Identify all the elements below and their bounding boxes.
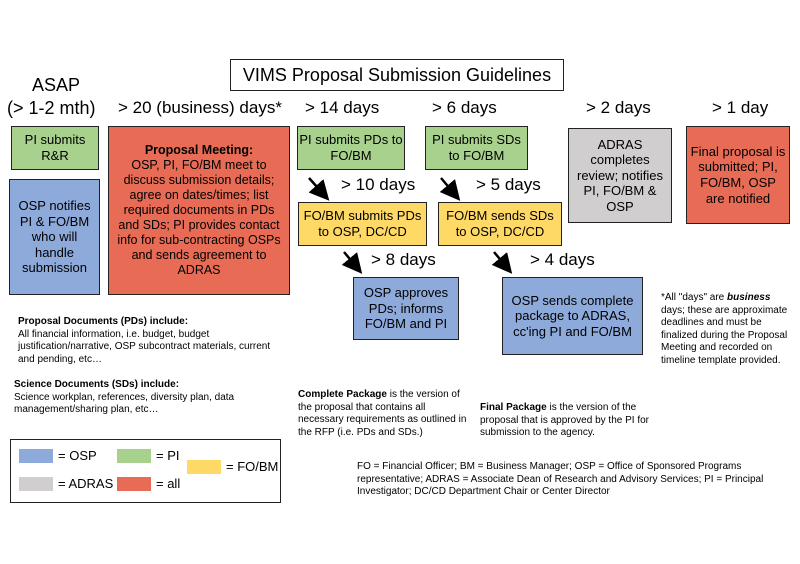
- complete-package-body: is the version of the proposal that cont…: [298, 389, 467, 438]
- days-note-bold: business: [727, 292, 771, 303]
- header-2-days: > 2 days: [586, 98, 651, 117]
- adras-review-box: ADRAS completes review; notifies PI, FO/…: [568, 128, 672, 223]
- pi-submits-rr-text: PI submits R&R: [24, 132, 86, 163]
- proposal-meeting-title: Proposal Meeting:: [144, 143, 254, 157]
- pi-submits-sds-box: PI submits SDs to FO/BM: [425, 126, 528, 170]
- sd-note-title: Science Documents (SDs) include:: [14, 379, 180, 390]
- days-note-body: days; these are approximate deadlines an…: [661, 304, 788, 366]
- legend-swatch-fobm: [187, 460, 221, 474]
- osp-sends-box: OSP sends complete package to ADRAS, cc'…: [502, 277, 643, 355]
- header-10-days: > 10 days: [341, 175, 416, 194]
- legend-label-pi: = PI: [156, 448, 180, 463]
- final-submitted-box: Final proposal is submitted; PI, FO/BM, …: [686, 126, 790, 224]
- osp-notifies-text: OSP notifies PI & FO/BM who will handle …: [18, 198, 91, 276]
- abbreviations-note: FO = Financial Officer; BM = Business Ma…: [357, 461, 764, 497]
- complete-package-bold: Complete Package: [298, 389, 387, 400]
- complete-package-note: Complete Package is the version of the p…: [298, 389, 470, 439]
- pd-note: Proposal Documents (PDs) include: All fi…: [18, 316, 288, 366]
- proposal-meeting-box: Proposal Meeting: OSP, PI, FO/BM meet to…: [108, 126, 290, 295]
- days-note-star: *All "days" are: [661, 292, 725, 303]
- legend-label-osp: = OSP: [58, 448, 97, 463]
- final-submitted-text: Final proposal is submitted; PI, FO/BM, …: [690, 143, 786, 206]
- legend-swatch-all: [117, 477, 151, 491]
- sd-note-body: Science workplan, references, diversity …: [14, 391, 235, 416]
- pi-submits-sds-text: PI submits SDs to FO/BM: [432, 132, 521, 163]
- final-package-body: is the version of the proposal that is a…: [480, 402, 649, 438]
- pi-submits-rr-box: PI submits R&R: [11, 126, 99, 170]
- header-5-days: > 5 days: [476, 175, 541, 194]
- final-package-note: Final Package is the version of the prop…: [480, 402, 652, 440]
- legend-label-fobm: = FO/BM: [226, 459, 279, 474]
- legend-swatch-pi: [117, 449, 151, 463]
- header-asap-sub: (> 1-2 mth): [7, 98, 96, 118]
- header-1-day: > 1 day: [712, 98, 769, 117]
- fobm-sends-sds-text: FO/BM sends SDs to OSP, DC/CD: [446, 208, 554, 239]
- osp-sends-text: OSP sends complete package to ADRAS, cc'…: [511, 292, 634, 339]
- arrow-sds-to-fobm: [439, 177, 461, 201]
- header-20-days: > 20 (business) days*: [118, 98, 282, 117]
- arrow-fobm-to-send: [491, 251, 513, 274]
- pi-submits-pds-text: PI submits PDs to FO/BM: [299, 132, 403, 163]
- final-package-bold: Final Package: [480, 402, 547, 413]
- pd-note-title: Proposal Documents (PDs) include:: [18, 316, 189, 327]
- fobm-submits-pds-text: FO/BM submits PDs to OSP, DC/CD: [303, 208, 422, 239]
- adras-review-text: ADRAS completes review; notifies PI, FO/…: [577, 136, 663, 214]
- days-note: *All "days" are business days; these are…: [661, 292, 793, 367]
- legend-swatch-adras: [19, 477, 53, 491]
- pi-submits-pds-box: PI submits PDs to FO/BM: [297, 126, 405, 170]
- page-title: VIMS Proposal Submission Guidelines: [230, 59, 564, 91]
- sd-note: Science Documents (SDs) include: Science…: [14, 379, 284, 417]
- header-6-days: > 6 days: [432, 98, 497, 117]
- header-8-days: > 8 days: [371, 250, 436, 269]
- osp-approves-box: OSP approves PDs; informs FO/BM and PI: [353, 277, 459, 340]
- legend: [10, 439, 281, 503]
- osp-notifies-box: OSP notifies PI & FO/BM who will handle …: [9, 179, 100, 295]
- legend-label-adras: = ADRAS: [58, 476, 114, 491]
- legend-swatch-osp: [19, 449, 53, 463]
- pd-note-body: All financial information, i.e. budget, …: [18, 328, 271, 365]
- arrow-pds-to-fobm: [308, 177, 330, 201]
- fobm-submits-pds-box: FO/BM submits PDs to OSP, DC/CD: [298, 202, 427, 246]
- header-4-days: > 4 days: [530, 250, 595, 269]
- header-14-days: > 14 days: [305, 98, 380, 117]
- arrow-fobm-to-approve: [341, 251, 363, 274]
- osp-approves-text: OSP approves PDs; informs FO/BM and PI: [363, 285, 449, 332]
- proposal-meeting-body: OSP, PI, FO/BM meet to discuss submissio…: [117, 158, 281, 277]
- fobm-sends-sds-box: FO/BM sends SDs to OSP, DC/CD: [438, 202, 562, 246]
- header-asap: ASAP: [32, 75, 81, 95]
- legend-label-all: = all: [156, 476, 181, 491]
